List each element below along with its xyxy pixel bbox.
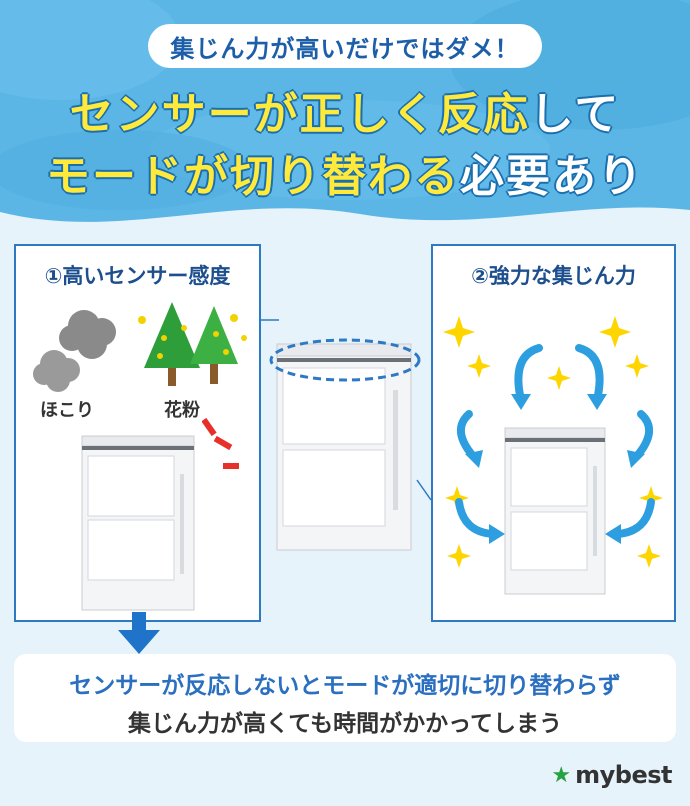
mybest-logo: ★ mybest <box>551 760 672 790</box>
conclusion-line-1: センサーが反応しないとモードが適切に切り替わらず <box>69 673 621 699</box>
sparkle-icon <box>443 316 663 568</box>
sensor-panel: ①高いセンサー感度 ほこり 花粉 <box>14 244 261 622</box>
star-icon: ★ <box>551 762 572 788</box>
down-arrow-icon <box>118 612 160 654</box>
pollen-trees-icon <box>138 302 247 386</box>
power-panel-title: ②強力な集じん力 <box>471 264 636 288</box>
air-purifier-image <box>81 435 195 611</box>
headline-line-2-white: 必要あり <box>459 150 644 203</box>
conclusion-line-2: 集じん力が高くても時間がかかってしまう <box>127 711 562 737</box>
conclusion-box: センサーが反応しないとモードが適切に切り替わらず 集じん力が高くても時間がかかっ… <box>14 654 676 742</box>
power-panel: ②強力な集じん力 <box>431 244 676 622</box>
dust-cloud-icon <box>33 310 116 392</box>
center-purifier-image <box>261 319 432 551</box>
headline-line-1-yellow: センサーが正しく反応 <box>69 88 530 141</box>
alert-marks-icon <box>202 417 239 469</box>
sensor-panel-title: ①高いセンサー感度 <box>44 264 231 288</box>
headline-line-2-yellow: モードが切り替わる <box>45 150 460 203</box>
logo-text: mybest <box>575 761 672 789</box>
airflow-illustration <box>443 316 663 595</box>
header-badge: 集じん力が高いだけではダメ！ <box>148 24 542 68</box>
header-banner: 集じん力が高いだけではダメ！ センサーが正しく反応して モードが切り替わる必要あ… <box>0 0 690 250</box>
sensor-highlight-ring <box>269 338 421 382</box>
airflow-arrow-icon <box>455 344 655 538</box>
headline-line-1: センサーが正しく反応して <box>0 78 690 142</box>
pollen-label: 花粉 <box>164 400 200 421</box>
headline-line-1-white: して <box>529 88 621 141</box>
headline-line-2: モードが切り替わる必要あり <box>0 140 690 204</box>
dust-label: ほこり <box>40 400 94 421</box>
